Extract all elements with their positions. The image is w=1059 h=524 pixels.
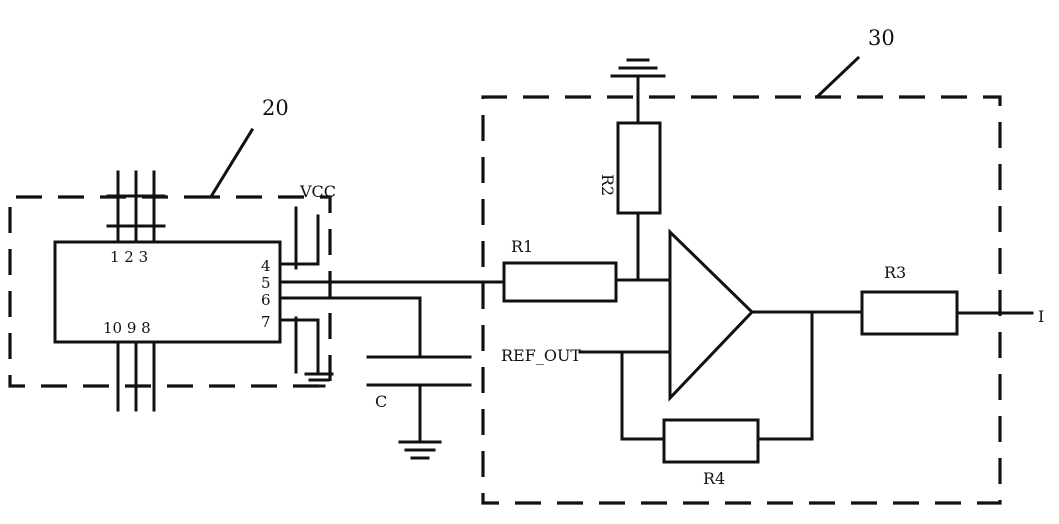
resistor-r2: R2 [598, 76, 662, 282]
resistor-r3 [860, 290, 959, 336]
module-20-boundary: 20 [8, 96, 332, 388]
r2-ground-symbol [610, 58, 666, 78]
op-amp [668, 228, 755, 402]
ic-body [53, 240, 282, 344]
ic-top-pin-labels: 1 2 3 [110, 248, 148, 266]
capacitor-ground-symbol [398, 440, 442, 460]
r2-label: R2 [598, 174, 617, 196]
ic-ground-symbol [304, 372, 334, 388]
module-20-leader [209, 127, 255, 198]
ic-right-wiring: VCC [278, 182, 504, 374]
resistor-r4: R4 [620, 350, 814, 488]
output-wiring: R3 I [750, 263, 1044, 441]
r1-label: R1 [511, 237, 533, 256]
ic-pin-5-label: 5 [261, 274, 271, 292]
ic-pin-6-label: 6 [261, 291, 271, 309]
module-30-boundary: 30 [481, 26, 1002, 505]
ic-chip: 1 2 3 10 9 8 4 5 6 7 [53, 170, 282, 412]
module-30-leader [815, 55, 861, 99]
capacitor-label: C [375, 392, 387, 411]
output-i-label: I [1038, 307, 1044, 326]
module-30-label: 30 [868, 26, 895, 50]
capacitor-c: C [366, 296, 472, 442]
r4-label: R4 [703, 469, 725, 488]
vcc-label: VCC [299, 182, 336, 201]
ic-bottom-pin-labels: 10 9 8 [103, 319, 151, 337]
module-20-label: 20 [262, 96, 289, 120]
ic-pin-4-label: 4 [261, 257, 271, 275]
ref-out-label: REF_OUT [501, 346, 581, 365]
r3-label: R3 [884, 263, 906, 282]
resistor-r1: R1 [502, 237, 672, 303]
ref-out-input: REF_OUT [501, 346, 672, 365]
ic-pin-7-label: 7 [261, 313, 271, 331]
